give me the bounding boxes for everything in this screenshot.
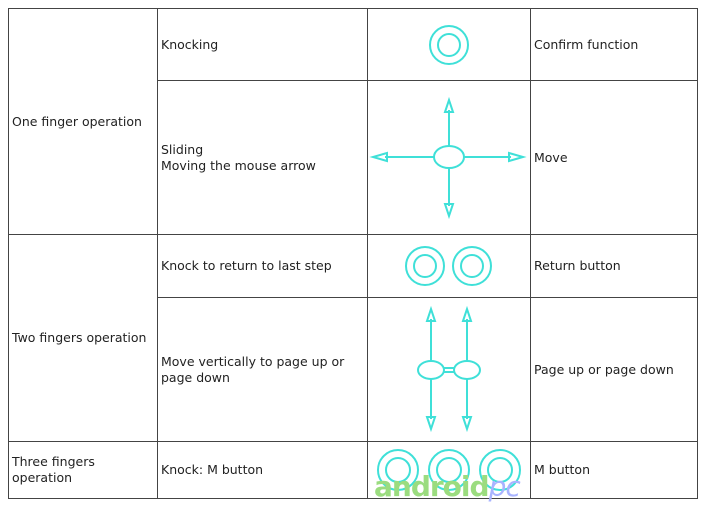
action-cell: Knock to return to last step: [157, 234, 368, 298]
group-cell: Three fingers operation: [8, 441, 158, 499]
function-cell: M button: [530, 441, 698, 499]
group-cell: One finger operation: [8, 8, 158, 235]
action-cell: Knocking: [157, 8, 368, 81]
function-cell: Confirm function: [530, 8, 698, 81]
function-cell: Move: [530, 80, 698, 235]
gesture-table: One finger operation Knocking Confirm fu…: [8, 8, 698, 499]
group-cell: Two fingers operation: [8, 234, 158, 442]
triple-circle-icon: [367, 441, 531, 499]
vertical-two-arrows-icon: [367, 297, 531, 442]
action-line: Sliding: [161, 141, 204, 157]
action-line: page down: [161, 369, 230, 385]
function-cell: Page up or page down: [530, 297, 698, 442]
table-row: One finger operation Knocking Confirm fu…: [8, 8, 698, 235]
action-cell: Knock: M button: [157, 441, 368, 499]
action-line: Move vertically to page up or: [161, 353, 345, 369]
four-way-arrow-icon: [367, 80, 531, 235]
single-circle-icon: [367, 8, 531, 81]
table-row: Two fingers operation Knock to return to…: [8, 234, 698, 442]
function-cell: Return button: [530, 234, 698, 298]
table-row: Three fingers operation Knock: M button …: [8, 441, 698, 499]
action-line: Moving the mouse arrow: [161, 157, 316, 173]
double-circle-icon: [367, 234, 531, 298]
